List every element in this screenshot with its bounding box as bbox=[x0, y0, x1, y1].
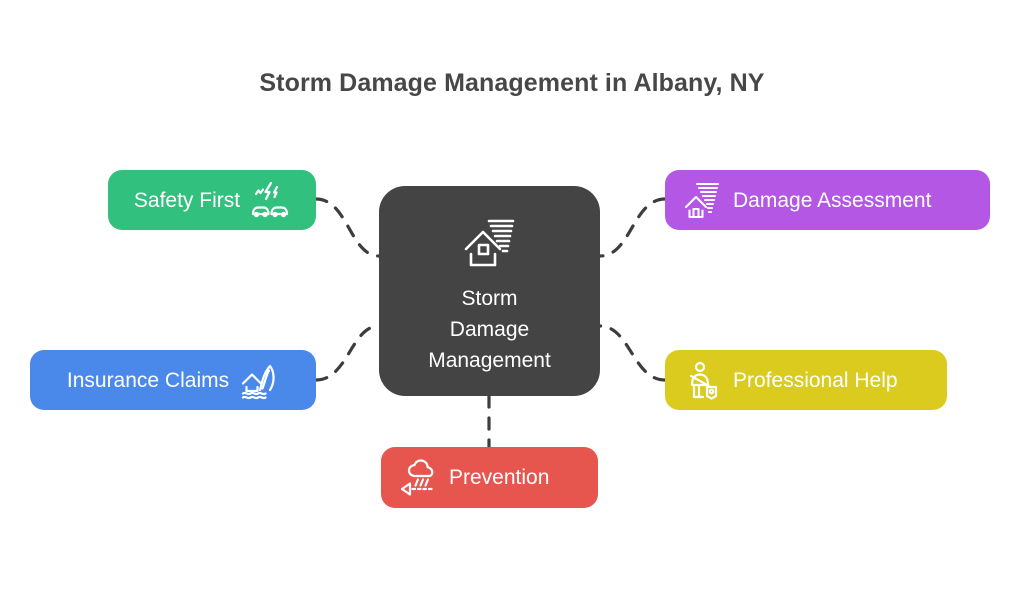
house-flood-wave-icon bbox=[242, 364, 275, 400]
branch-prevention[interactable]: Prevention bbox=[381, 447, 598, 508]
connector-center-to-professional-help bbox=[598, 324, 667, 382]
branch-label-insurance-claims: Insurance Claims bbox=[66, 368, 230, 392]
branch-professional-help[interactable]: Professional Help bbox=[665, 350, 947, 410]
connector-center-to-damage-assessment bbox=[598, 197, 667, 258]
cars-lightning-icon bbox=[251, 181, 289, 218]
branch-insurance-claims[interactable]: Insurance Claims bbox=[30, 350, 316, 410]
branch-safety-first[interactable]: Safety First bbox=[108, 170, 316, 230]
house-tornado-icon bbox=[464, 219, 514, 266]
branch-label-damage-assessment: Damage Assessment bbox=[733, 188, 932, 212]
storm-cloud-alert-icon bbox=[400, 458, 434, 496]
connector-center-to-safety-first bbox=[314, 197, 381, 258]
branch-label-safety-first: Safety First bbox=[133, 188, 241, 212]
connector-center-to-insurance-claims bbox=[314, 324, 381, 382]
center-node[interactable]: Storm Damage Management bbox=[379, 186, 600, 396]
center-node-label: Storm Damage Management bbox=[428, 286, 551, 372]
house-tornado-icon bbox=[684, 182, 720, 219]
branch-damage-assessment[interactable]: Damage Assessment bbox=[665, 170, 990, 230]
branch-label-prevention: Prevention bbox=[449, 466, 550, 489]
worker-tag-icon bbox=[689, 361, 718, 400]
branch-label-professional-help: Professional Help bbox=[733, 368, 898, 392]
page-title: Storm Damage Management in Albany, NY bbox=[259, 69, 765, 97]
